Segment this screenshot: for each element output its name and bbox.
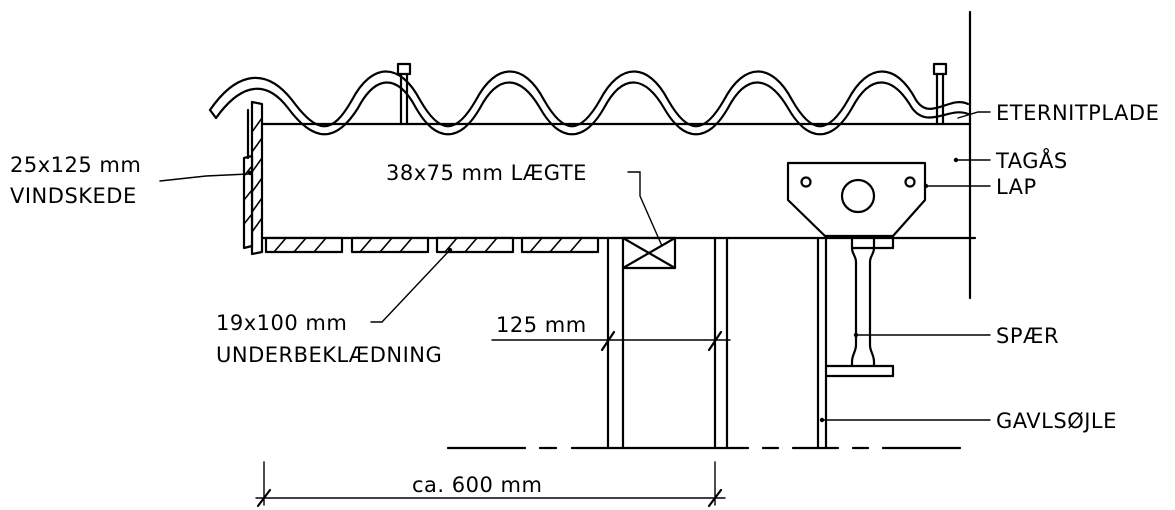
- fastener-right: [932, 62, 948, 126]
- label-underbeklaedning-size: 19x100 mm: [216, 311, 347, 335]
- dimension-125: [491, 330, 731, 352]
- underclad-boards: [264, 236, 600, 254]
- label-lap: LAP: [996, 175, 1037, 199]
- label-underbeklaedning-name: UNDERBEKLÆDNING: [216, 343, 442, 367]
- label-spacing: ca. 600 mm: [412, 473, 542, 497]
- sheet-end: [208, 108, 218, 120]
- label-eternitplade: ETERNITPLADE: [996, 101, 1159, 125]
- steel-beam: [816, 236, 895, 450]
- label-vindskede-size: 25x125 mm: [10, 153, 141, 177]
- label-laegte: 38x75 mm LÆGTE: [386, 161, 587, 185]
- corrugated-sheet-bottom: [214, 81, 970, 136]
- leaders: [159, 111, 991, 423]
- label-gavlsojle: GAVLSØJLE: [996, 409, 1117, 433]
- batten: [621, 236, 677, 270]
- barge-board: [242, 100, 264, 256]
- gusset-plate: [786, 161, 927, 238]
- fastener-left: [396, 62, 412, 126]
- studs: [606, 236, 729, 450]
- label-stud-width: 125 mm: [496, 313, 587, 337]
- dimension-600: [255, 461, 726, 508]
- label-spaer: SPÆR: [996, 324, 1059, 348]
- corrugated-sheet-top: [208, 70, 970, 128]
- label-vindskede-name: VINDSKEDE: [10, 184, 137, 208]
- label-tagas: TAGÅS: [995, 147, 1068, 173]
